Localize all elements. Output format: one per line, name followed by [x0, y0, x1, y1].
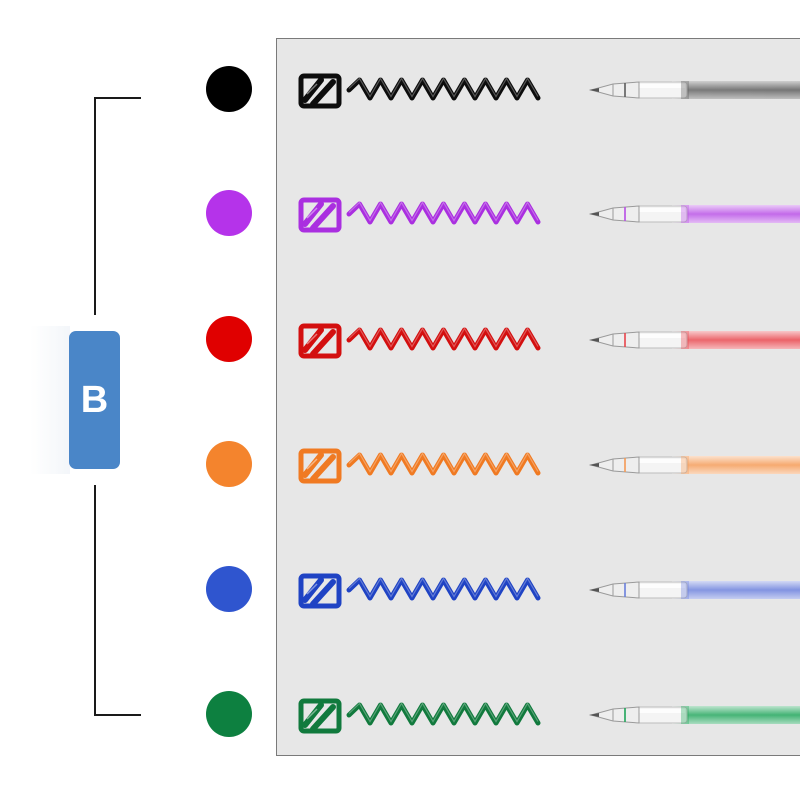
bracket-lower-vertical: [94, 485, 96, 715]
square-scribble-icon: [298, 698, 342, 734]
color-swatch-dot: [206, 316, 252, 362]
gel-pen-refill-icon: [589, 331, 800, 349]
zigzag-ink-stroke: [346, 452, 541, 476]
zigzag-ink-stroke: [346, 577, 541, 601]
pen-sample-row: [298, 73, 800, 109]
group-label-badge: B: [69, 331, 120, 469]
color-swatch-dot: [206, 190, 252, 236]
zigzag-highlight: [348, 77, 539, 98]
pen-sample-row: [298, 573, 800, 609]
pen-sample-row: [298, 323, 800, 359]
gel-pen-refill-icon: [589, 81, 800, 99]
gel-pen-refill-icon: [589, 581, 800, 599]
square-scribble-icon: [298, 573, 342, 609]
zigzag-highlight: [348, 577, 539, 598]
zigzag-highlight: [348, 201, 539, 222]
gel-pen-refill-icon: [589, 706, 800, 724]
square-scribble-icon: [298, 73, 342, 109]
color-swatch-dot: [206, 691, 252, 737]
color-swatch-dot: [206, 566, 252, 612]
square-scribble-icon: [298, 323, 342, 359]
square-scribble-icon: [298, 448, 342, 484]
zigzag-ink-stroke: [346, 201, 541, 225]
pen-sample-row: [298, 197, 800, 233]
zigzag-ink-stroke: [346, 77, 541, 101]
bracket-top-horizontal: [94, 97, 141, 99]
ink-sample-panel: [276, 38, 800, 756]
zigzag-ink-stroke: [346, 327, 541, 351]
bracket-bottom-horizontal: [94, 714, 141, 716]
pen-sample-row: [298, 448, 800, 484]
zigzag-highlight: [348, 452, 539, 473]
badge-shadow: [30, 326, 70, 474]
gel-pen-refill-icon: [589, 456, 800, 474]
bracket-upper-vertical: [94, 97, 96, 315]
group-label-letter: B: [80, 378, 109, 421]
zigzag-ink-stroke: [346, 702, 541, 726]
color-swatch-dot: [206, 66, 252, 112]
gel-pen-refill-icon: [589, 205, 800, 223]
zigzag-highlight: [348, 327, 539, 348]
zigzag-highlight: [348, 702, 539, 723]
square-scribble-icon: [298, 197, 342, 233]
color-swatch-dot: [206, 441, 252, 487]
pen-sample-row: [298, 698, 800, 734]
